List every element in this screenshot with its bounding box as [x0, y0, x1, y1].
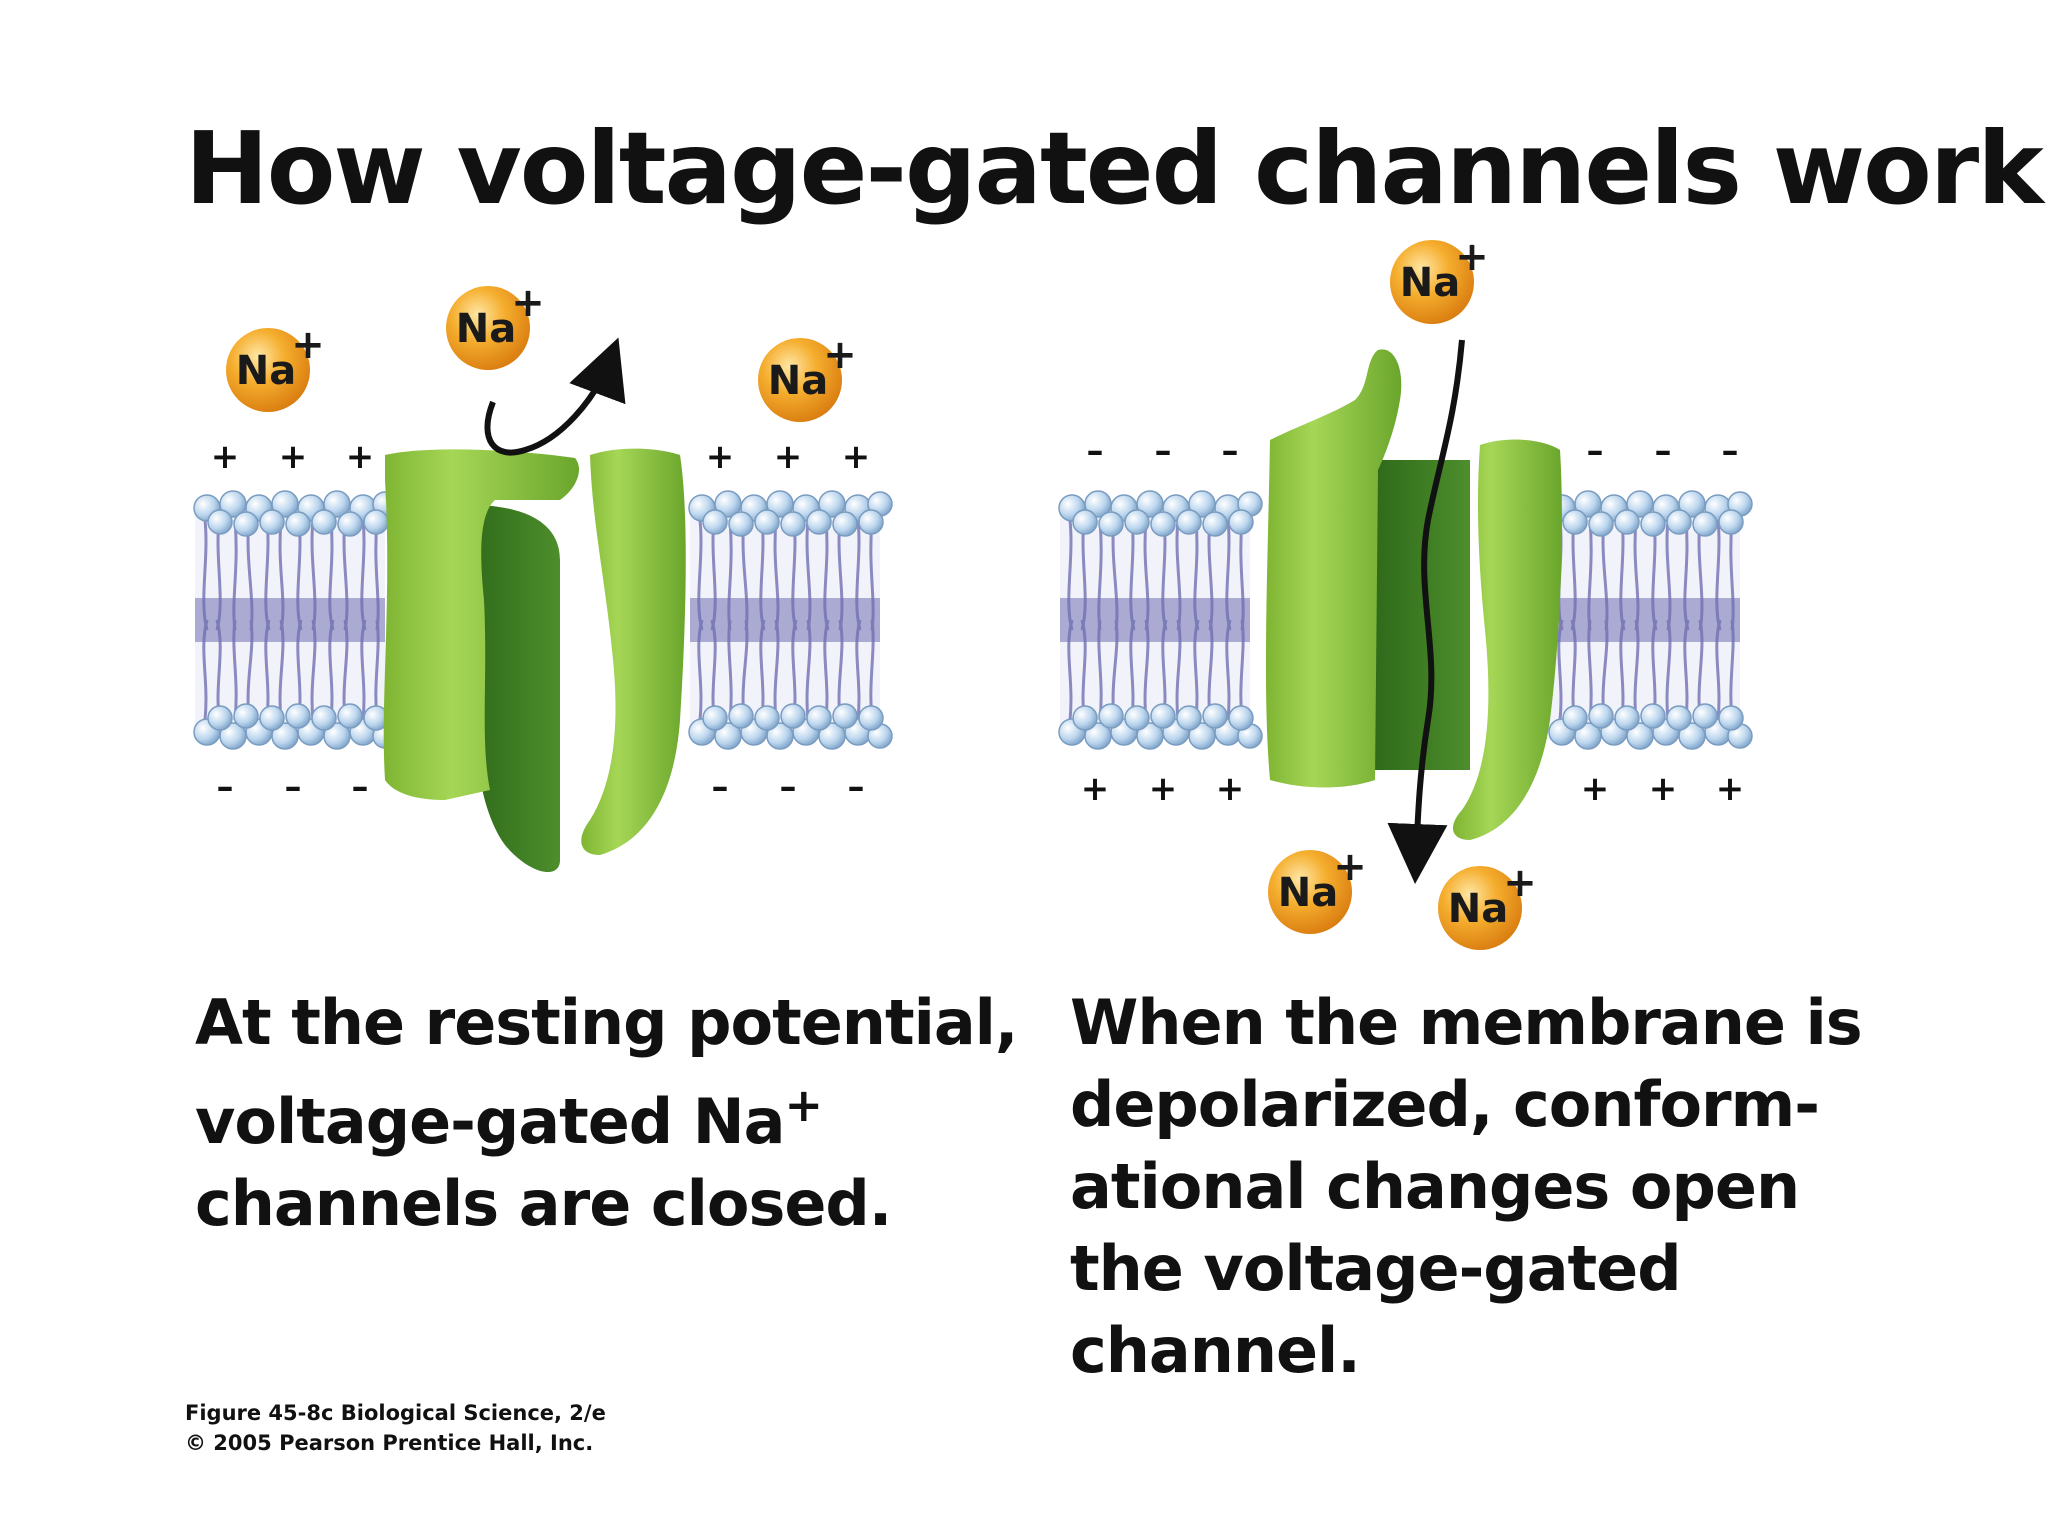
ion-charge: +: [1333, 844, 1367, 890]
membrane-left-outer: [192, 489, 399, 751]
left-caption-line-2: voltage-gated Na: [195, 1085, 785, 1158]
bounce-arrow: [484, 337, 626, 456]
ion-symbol: Na: [1278, 870, 1338, 916]
left-top-plus-sign-b-3: +: [842, 437, 871, 477]
right-bottom-plus-sign-b-2: +: [1649, 769, 1678, 809]
left-top-plus-sign-b-1: +: [706, 437, 735, 477]
ion-charge: +: [1455, 234, 1489, 280]
left-bottom-minus-sign-2: –: [285, 767, 302, 807]
right-top-minus-sign-b-2: –: [1655, 431, 1672, 471]
figure-title: How voltage-gated channels work: [185, 110, 2044, 227]
right-caption: When the membrane is depolarized, confor…: [1070, 982, 1863, 1392]
left-caption-superscript: +: [784, 1078, 824, 1132]
figure-credit: Figure 45-8c Biological Science, 2/e © 2…: [185, 1398, 606, 1458]
na-ion-left-outer-2: Na+: [446, 280, 545, 370]
ion-symbol: Na: [1448, 886, 1508, 932]
right-top-minus-sign-b-1: –: [1587, 431, 1604, 471]
membrane-left-inner: [687, 489, 894, 751]
credit-line-1: Figure 45-8c Biological Science, 2/e: [185, 1401, 606, 1425]
right-top-minus-sign-b-3: –: [1722, 431, 1739, 471]
channel-subunit-right: [581, 448, 686, 855]
left-top-plus-sign-3: +: [346, 437, 375, 477]
membrane-right-outer: [1057, 489, 1264, 751]
right-top-minus-sign-3: –: [1222, 431, 1239, 471]
ion-charge: +: [1503, 860, 1537, 906]
right-caption-line-5: channel.: [1070, 1314, 1361, 1387]
left-caption-line-1: At the resting potential,: [195, 986, 1018, 1059]
open-channel: [1265, 349, 1562, 840]
right-bottom-plus-sign-b-1: +: [1581, 769, 1610, 809]
left-top-plus-sign-2: +: [279, 437, 308, 477]
right-bottom-plus-sign-1: +: [1081, 769, 1110, 809]
right-caption-line-3: ational changes open: [1070, 1150, 1800, 1223]
left-bottom-minus-sign-b-3: –: [848, 767, 865, 807]
right-caption-line-1: When the membrane is: [1070, 986, 1863, 1059]
pore-interior-closed: [470, 505, 560, 872]
open-subunit-left: [1265, 349, 1402, 788]
ion-charge: +: [291, 322, 325, 368]
ion-symbol: Na: [236, 348, 296, 394]
charge-signs: + + + + + + – – – – – – – – – – – – + + + + + +: [211, 431, 1745, 809]
na-ion-right-inner-2: Na+: [1438, 860, 1537, 950]
right-caption-line-2: depolarized, conform-: [1070, 1068, 1820, 1141]
open-subunit-right: [1452, 439, 1562, 840]
left-top-plus-sign-1: +: [211, 437, 240, 477]
ion-charge: +: [823, 332, 857, 378]
ion-symbol: Na: [1400, 260, 1460, 306]
left-caption-line-3: channels are closed.: [195, 1167, 892, 1240]
na-ion-right-inner-1: Na+: [1268, 844, 1367, 934]
membrane-right-inner: [1547, 489, 1754, 751]
na-ion-right-outer: Na+: [1390, 234, 1489, 324]
right-bottom-plus-sign-3: +: [1216, 769, 1245, 809]
right-bottom-plus-sign-2: +: [1149, 769, 1178, 809]
right-caption-line-4: the voltage-gated: [1070, 1232, 1682, 1305]
ion-charge: +: [511, 280, 545, 326]
na-ion-left-outer-3: Na+: [758, 332, 857, 422]
right-top-minus-sign-2: –: [1155, 431, 1172, 471]
pore-interior-open: [1375, 460, 1470, 770]
right-bottom-plus-sign-b-3: +: [1716, 769, 1745, 809]
ion-symbol: Na: [456, 306, 516, 352]
left-bottom-minus-sign-b-1: –: [712, 767, 729, 807]
na-ion-left-outer-1: Na+: [226, 322, 325, 412]
ion-symbol: Na: [768, 358, 828, 404]
left-bottom-minus-sign-b-2: –: [780, 767, 797, 807]
left-bottom-minus-sign-3: –: [352, 767, 369, 807]
right-top-minus-sign-1: –: [1087, 431, 1104, 471]
credit-line-2: © 2005 Pearson Prentice Hall, Inc.: [185, 1431, 594, 1455]
sodium-ions: Na+Na+Na+Na+Na+Na+: [226, 234, 1537, 950]
ion-flow-arrow: [1387, 339, 1465, 884]
channel-subunit-left: [383, 449, 580, 800]
left-caption: At the resting potential, voltage-gated …: [195, 982, 1018, 1245]
left-top-plus-sign-b-2: +: [774, 437, 803, 477]
left-bottom-minus-sign-1: –: [217, 767, 234, 807]
closed-channel: [383, 448, 686, 872]
